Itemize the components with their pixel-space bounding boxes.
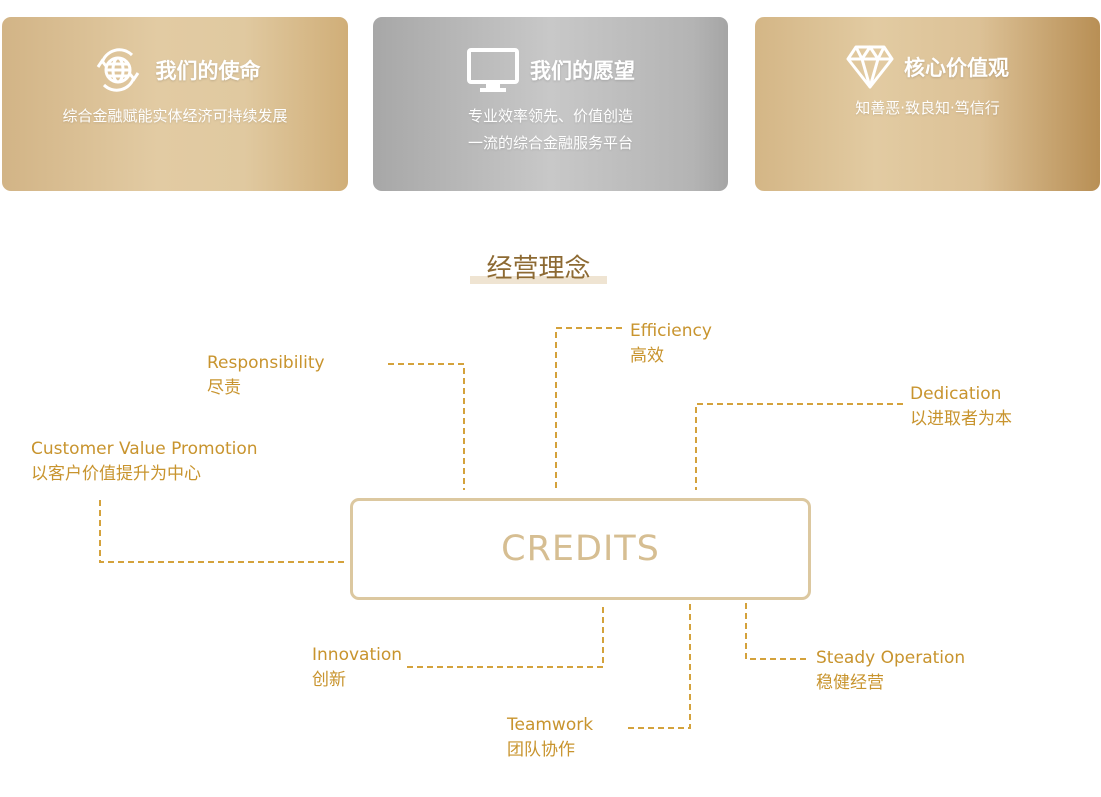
card-text: 综合金融赋能实体经济可持续发展	[62, 107, 288, 125]
connector-responsibility	[388, 363, 465, 490]
vision-card: 我们的愿望 专业效率领先、价值创造一流的综合金融服务平台	[373, 17, 728, 191]
diamond-icon	[846, 45, 894, 89]
section-title: 经营理念	[486, 254, 591, 284]
mission-card: 我们的使命 综合金融赋能实体经济可持续发展	[2, 17, 348, 191]
connector-customer	[99, 500, 344, 563]
card-title: 核心价值观	[904, 56, 1009, 80]
connector-steady	[745, 603, 810, 660]
connector-innovation	[407, 605, 604, 668]
card-title: 我们的使命	[155, 59, 261, 83]
connector-teamwork	[628, 603, 691, 729]
values-card: 核心价值观 知善恶·致良知·笃信行	[755, 17, 1100, 191]
title-underline	[470, 276, 607, 284]
card-text: 知善恶·致良知·笃信行	[855, 99, 1000, 117]
card-title: 我们的愿望	[530, 59, 635, 83]
connector-dedication	[695, 403, 903, 490]
globe-icon	[96, 48, 139, 92]
connector-efficiency	[555, 327, 622, 490]
credits-box: CREDITS	[350, 498, 811, 600]
card-text: 专业效率领先、价值创造一流的综合金融服务平台	[467, 107, 633, 152]
monitor-icon	[467, 48, 519, 92]
